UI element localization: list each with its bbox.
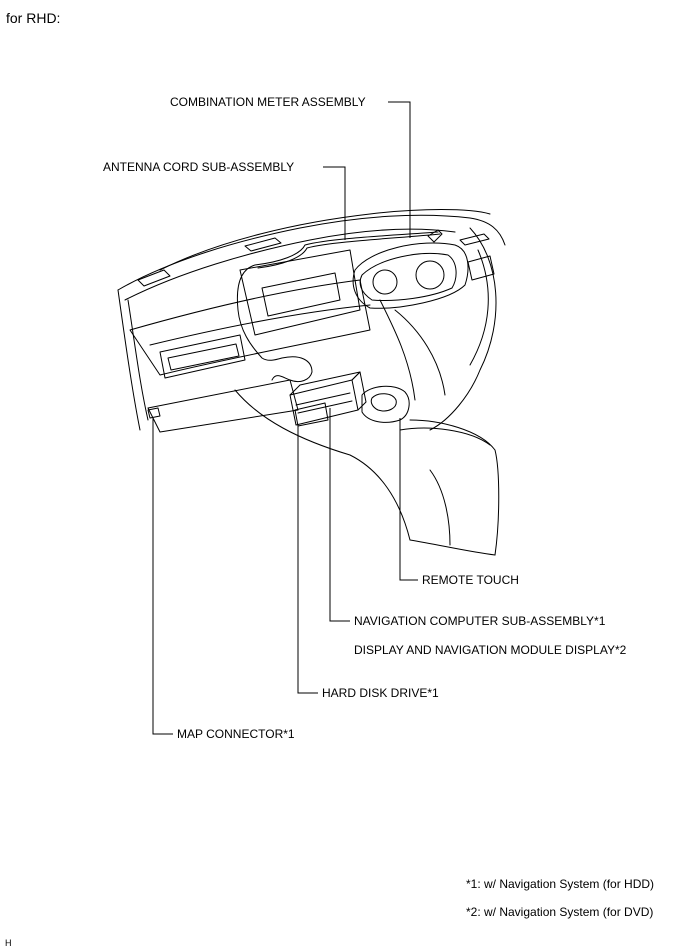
label-nav-computer: NAVIGATION COMPUTER SUB-ASSEMBLY*1 — [354, 614, 606, 628]
dash-top-outline — [117, 214, 506, 291]
leader-hard-disk — [297, 424, 318, 694]
leader-map-connector — [152, 418, 173, 735]
console-front — [429, 469, 451, 546]
leader-antenna-cord — [323, 166, 346, 240]
windshield-edge — [159, 209, 491, 271]
nav-computer-top — [289, 371, 361, 396]
meter-face — [359, 253, 457, 301]
hard-disk-body — [294, 402, 329, 427]
steering-column — [394, 309, 446, 396]
label-combination-meter: COMBINATION METER ASSEMBLY — [170, 95, 366, 109]
antenna-cord-path-2 — [257, 233, 441, 269]
dash-face — [129, 279, 371, 376]
label-remote-touch: REMOTE TOUCH — [422, 573, 519, 587]
antenna-cord-path — [236, 231, 439, 383]
left-pillar-inner — [127, 299, 149, 421]
console-left-wall — [234, 389, 411, 541]
glovebox — [159, 334, 246, 379]
meter-gauge-left — [372, 269, 398, 295]
remote-touch-body — [361, 385, 410, 423]
label-map-connector: MAP CONNECTOR*1 — [177, 727, 295, 741]
leader-remote-touch — [399, 418, 418, 581]
footnote-2: *2: w/ Navigation System (for DVD) — [466, 905, 654, 919]
console-right-wall — [409, 419, 500, 556]
meter-gauge-right — [415, 260, 445, 290]
figure-code: H — [5, 938, 12, 948]
right-pillar — [429, 227, 497, 431]
nav-computer-body — [289, 379, 359, 426]
left-pillar — [117, 289, 141, 431]
glovebox-inner — [167, 343, 240, 371]
knee-panel — [147, 379, 299, 433]
label-display-nav-module: DISPLAY AND NAVIGATION MODULE DISPLAY*2 — [354, 643, 627, 657]
label-antenna-cord: ANTENNA CORD SUB-ASSEMBLY — [103, 160, 295, 174]
label-hard-disk: HARD DISK DRIVE*1 — [322, 686, 439, 700]
right-pillar-inner — [469, 249, 489, 366]
dash-lower-line — [149, 304, 371, 346]
remote-touch-knob — [370, 393, 397, 412]
column-cover — [379, 299, 416, 401]
leader-nav-computer — [329, 408, 350, 622]
meter-housing — [352, 242, 469, 309]
vent-far-right — [467, 255, 495, 281]
dash-top-inner — [124, 228, 456, 301]
vent-left — [137, 269, 171, 287]
vent-center — [244, 237, 282, 252]
page-title: for RHD: — [6, 10, 61, 26]
leader-combination-meter — [388, 101, 411, 238]
nav-computer-detail — [295, 392, 353, 414]
vent-right — [459, 233, 490, 246]
console-bottom — [409, 539, 496, 556]
center-panel-inner — [261, 272, 341, 317]
center-panel-outline — [239, 249, 361, 336]
footnote-1: *1: w/ Navigation System (for HDD) — [466, 877, 655, 891]
map-connector-body — [147, 407, 161, 419]
console-top — [399, 427, 491, 446]
